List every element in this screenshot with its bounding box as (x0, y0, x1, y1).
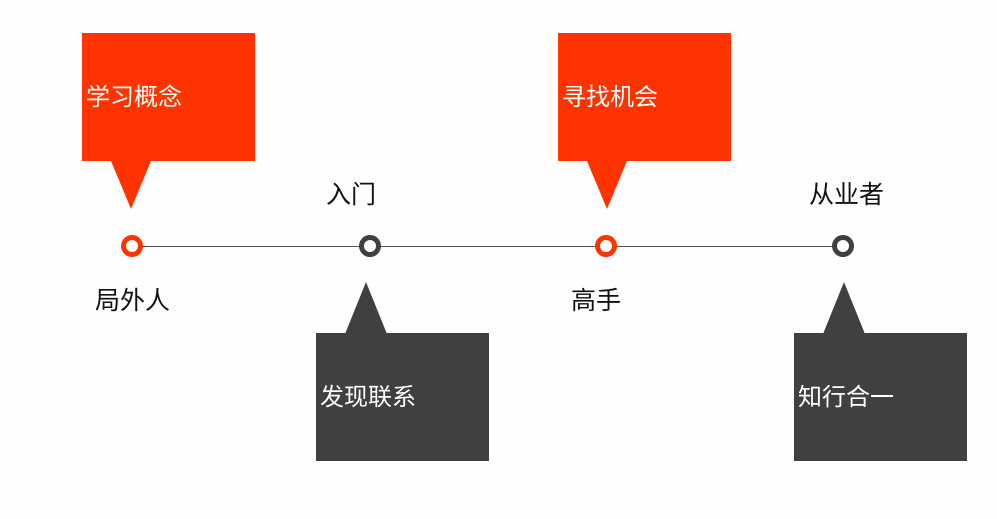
stage-node-outsider (121, 235, 143, 257)
stage-node-practitioner (832, 235, 854, 257)
callout-text: 寻找机会 (562, 83, 658, 111)
stage-node-beginner (359, 235, 381, 257)
stage-node-expert (595, 235, 617, 257)
wechat-icon (833, 463, 863, 486)
watermark-text: 闪电HSL (869, 464, 952, 488)
callout-text: 发现联系 (320, 383, 416, 411)
callout-pointer (111, 161, 151, 209)
stage-label-beginner: 入门 (326, 180, 377, 209)
callout-text: 知行合一 (798, 383, 894, 411)
callout-pointer (823, 282, 865, 334)
callout-find-opportunities: 寻找机会 (558, 33, 731, 161)
watermark: 闪电HSL (833, 458, 952, 492)
stage-label-practitioner: 从业者 (809, 180, 885, 209)
callout-learn-concepts: 学习概念 (82, 33, 255, 161)
callout-unity-knowledge-action: 知行合一 (794, 333, 967, 461)
stage-label-outsider: 局外人 (95, 286, 171, 315)
timeline-axis (132, 246, 844, 247)
callout-pointer (587, 161, 627, 209)
callout-discover-connections: 发现联系 (316, 333, 489, 461)
stage-label-expert: 高手 (571, 286, 622, 315)
callout-pointer (345, 282, 387, 334)
callout-text: 学习概念 (86, 83, 182, 111)
